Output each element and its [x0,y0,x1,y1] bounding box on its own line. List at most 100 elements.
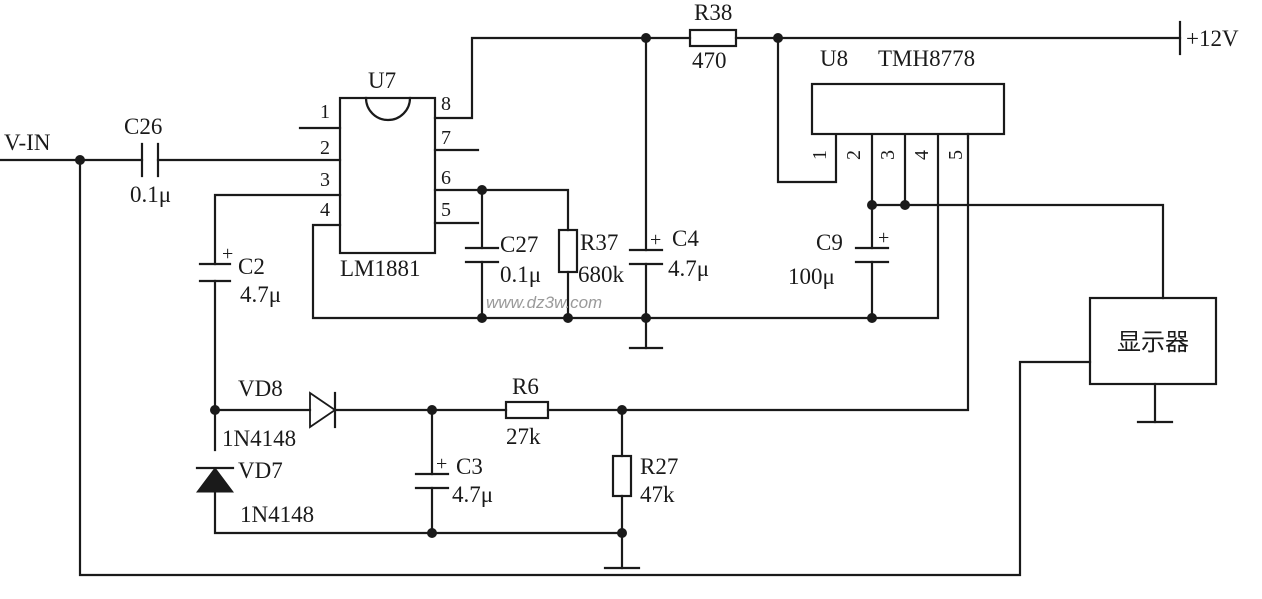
c2-polarity: + [222,243,233,265]
r38-ref: R38 [694,0,732,25]
u7-pin-1: 1 [320,101,330,123]
vd8-part: 1N4148 [222,426,296,451]
r37-body [557,228,579,274]
ic-u7: U7 LM1881 1 2 3 4 5 6 7 8 [298,68,480,281]
u7-body [338,96,437,255]
c4-value: 4.7μ [668,256,709,281]
wire-u8-pin5 [546,133,970,412]
u8-pin-4: 4 [911,150,933,160]
r27-ref: R27 [640,454,678,479]
u8-body [810,82,1006,136]
capacitor-c9: + C9 100μ [788,227,889,289]
vd8-ref: VD8 [238,376,283,401]
junction [563,313,573,323]
c9-plates [854,246,890,264]
c9-ref: C9 [816,230,843,255]
c9-value: 100μ [788,264,835,289]
c26-ref: C26 [124,114,162,139]
u7-pin-5: 5 [441,199,451,221]
r27-body [611,454,633,498]
resistor-r6: R6 27k [504,374,550,449]
c4-ref: C4 [672,226,699,251]
vd7-part: 1N4148 [240,502,314,527]
r38-value: 470 [692,48,727,73]
resistor-r38: R38 470 [688,0,738,73]
u8-part: TMH8778 [878,46,975,71]
junction [867,313,877,323]
junctions [75,33,910,538]
capacitor-c4: + C4 4.7μ [628,226,709,281]
u8-pin-5: 5 [945,150,967,160]
junction [641,313,651,323]
display-box [1088,296,1218,386]
junction [617,405,627,415]
junction [477,313,487,323]
watermark: www.dz3w.com [486,293,602,312]
vd7-ref: VD7 [238,458,283,483]
diode-vd8: VD8 1N4148 [222,376,337,451]
c27-value: 0.1μ [500,262,541,287]
u8-ref: U8 [820,46,848,71]
c26-plates [140,142,160,178]
c26-value: 0.1μ [130,182,171,207]
diode-vd7: VD7 1N4148 [195,458,314,527]
junction [617,528,627,538]
wire-vin-loop [78,158,1092,577]
u7-pin-8: 8 [441,93,451,115]
junction [773,33,783,43]
c2-value: 4.7μ [240,282,281,307]
resistor-r27: R27 47k [611,454,678,507]
u7-pin-3: 3 [320,169,330,191]
ground-symbols [603,346,1174,570]
ic-u8: U8 TMH8778 1 2 3 4 5 [809,46,1006,160]
u8-pin-3: 3 [877,150,899,160]
r6-body [504,400,550,420]
capacitor-c26: C26 0.1μ [124,114,171,207]
c27-ref: C27 [500,232,538,257]
c3-plates [414,472,450,490]
junction [427,528,437,538]
r37-ref: R37 [580,230,618,255]
wire-pin8 [433,36,692,120]
wire-vd7-bottom [213,490,624,535]
junction [75,155,85,165]
u7-part: LM1881 [340,256,421,281]
junction [477,185,487,195]
r38-body [688,28,738,48]
wire-gnd-rail [311,203,940,320]
u7-ref: U7 [368,68,396,93]
c2-ref: C2 [238,254,265,279]
resistor-r37: R37 680k [557,228,625,287]
u8-pin-2: 2 [843,150,865,160]
r37-value: 680k [578,262,625,287]
c3-ref: C3 [456,454,483,479]
display-label: 显示器 [1117,328,1189,356]
c3-value: 4.7μ [452,482,493,507]
u8-pin-1: 1 [809,150,831,160]
junction [641,33,651,43]
supply-label: +12V [1186,26,1239,51]
vin-label: V-IN [4,130,51,155]
junction [427,405,437,415]
wire-to-display [870,203,1165,300]
wires [0,36,1182,577]
junction [867,200,877,210]
c27-plates [464,246,500,264]
u7-pin-7: 7 [441,127,451,149]
r27-value: 47k [640,482,675,507]
u7-notch [364,96,412,122]
vd8-triangle [309,391,337,429]
capacitor-c3: + C3 4.7μ [414,453,493,507]
junction [900,200,910,210]
u7-pin-2: 2 [320,137,330,159]
c3-polarity: + [436,453,447,475]
r6-value: 27k [506,424,541,449]
r6-ref: R6 [512,374,539,399]
c9-polarity: + [878,227,889,249]
c4-polarity: + [650,229,661,251]
c4-plates [628,248,664,266]
u7-pin-4: 4 [320,199,330,221]
junction [210,405,220,415]
wire-u8-pin2 [776,36,838,184]
